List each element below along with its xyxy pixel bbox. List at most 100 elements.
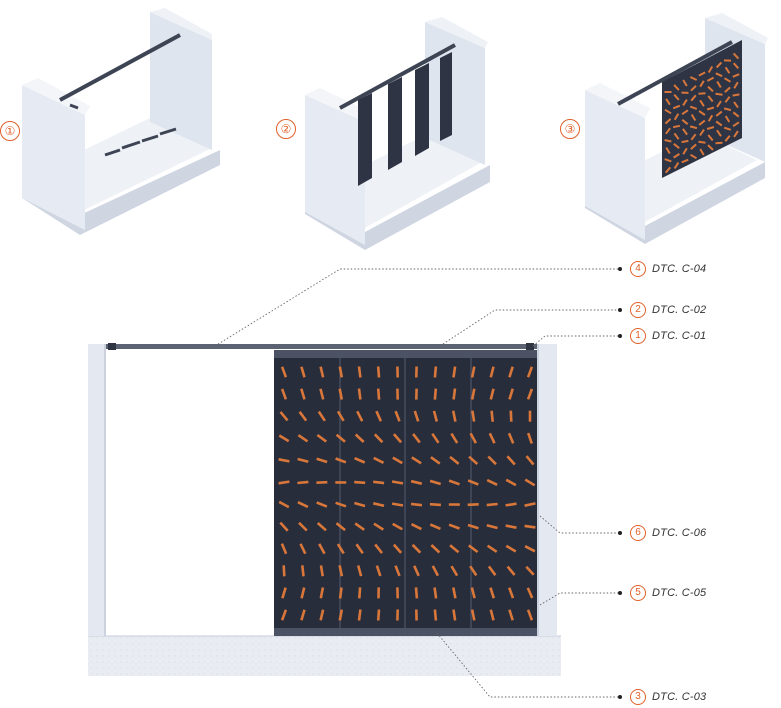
fin: [506, 565, 516, 576]
fin: [431, 565, 440, 577]
iso-fin: [665, 127, 671, 135]
fin: [391, 502, 404, 507]
iso-fin: [698, 140, 706, 144]
fin: [299, 543, 307, 555]
iso-fins: [664, 52, 740, 174]
iso-panel: [415, 63, 429, 156]
iso-front-wall: [585, 90, 645, 240]
iso-fin: [707, 114, 714, 122]
fin: [335, 457, 347, 464]
fin: [338, 609, 344, 621]
fin: [373, 456, 385, 464]
fin: [508, 388, 514, 400]
fin: [524, 524, 536, 529]
fin: [335, 433, 346, 443]
iso-fin: [707, 144, 714, 151]
fin: [489, 609, 495, 621]
fin: [374, 543, 384, 554]
fin: [279, 521, 289, 532]
fin: [338, 388, 344, 400]
leader-dot: [618, 334, 622, 338]
iso-step-1: [22, 8, 220, 235]
fin: [489, 388, 495, 400]
fin: [467, 523, 479, 530]
fin: [507, 432, 515, 444]
iso-back-wall: [150, 12, 212, 150]
fin: [487, 455, 497, 466]
callout-c02: 2 DTC. C-02: [630, 301, 706, 319]
iso-fin: [699, 99, 705, 107]
fin: [281, 587, 287, 599]
leader-line-c04: [214, 268, 620, 347]
iso-fin: [733, 81, 739, 89]
fin: [433, 388, 438, 400]
fin: [410, 479, 423, 485]
fin: [489, 366, 495, 378]
callout-code: DTC. C-03: [652, 691, 707, 703]
iso-fin: [724, 135, 731, 142]
callout-number: 2: [630, 302, 646, 318]
leader-dots: [618, 267, 622, 699]
iso-fin: [690, 85, 697, 92]
iso-fin: [715, 141, 723, 145]
iso-fin: [715, 92, 723, 96]
fin: [468, 544, 479, 554]
fin: [280, 609, 288, 621]
iso-fin: [724, 115, 731, 123]
fin: [449, 455, 460, 465]
iso-panel: [358, 93, 372, 186]
fin: [354, 522, 365, 531]
fin: [430, 456, 441, 465]
left-wall-edge: [104, 344, 106, 636]
iso-step-2: [305, 17, 490, 250]
iso-fin: [689, 125, 698, 130]
iso-floor-track: [159, 127, 177, 136]
fin: [452, 366, 457, 378]
callout-code: DTC. C-01: [652, 330, 707, 342]
fin-array: [278, 366, 536, 621]
fin: [468, 455, 479, 465]
fin: [318, 543, 326, 555]
step-two-icon: ②: [276, 119, 296, 139]
iso-floor-track: [121, 140, 141, 150]
fin: [354, 501, 366, 508]
fin: [525, 565, 535, 576]
fin: [278, 434, 290, 443]
fin: [526, 587, 534, 599]
leader-dot: [618, 531, 622, 535]
fin: [316, 480, 328, 484]
fin: [301, 565, 305, 577]
iso-fin: [673, 113, 680, 121]
fin: [357, 366, 362, 378]
fin: [524, 478, 536, 487]
iso-panel: [440, 52, 452, 141]
iso-fin: [681, 109, 689, 116]
fin: [429, 523, 441, 530]
fin: [338, 587, 343, 599]
iso-fin: [664, 118, 672, 125]
callout-c01: 1 DTC. C-01: [630, 327, 706, 345]
leader-lines: [214, 268, 620, 698]
fin: [375, 410, 383, 422]
fin: [448, 523, 460, 530]
fin: [373, 480, 385, 485]
fin: [354, 480, 366, 485]
fin: [297, 501, 309, 509]
fin: [411, 456, 422, 465]
iso-fin: [665, 98, 671, 106]
fin: [356, 565, 363, 577]
iso-fin: [724, 96, 731, 103]
iso-fin: [673, 162, 680, 169]
fin: [470, 366, 476, 378]
iso-fin: [724, 66, 731, 74]
fin: [394, 565, 401, 577]
iso-fin: [673, 93, 680, 101]
iso-rail-stub: [69, 103, 79, 110]
right-wall-edge: [537, 344, 539, 636]
fin: [411, 543, 422, 554]
fin: [317, 410, 326, 422]
fin: [412, 433, 421, 444]
iso-fin: [664, 139, 672, 143]
iso-fin: [707, 95, 714, 103]
